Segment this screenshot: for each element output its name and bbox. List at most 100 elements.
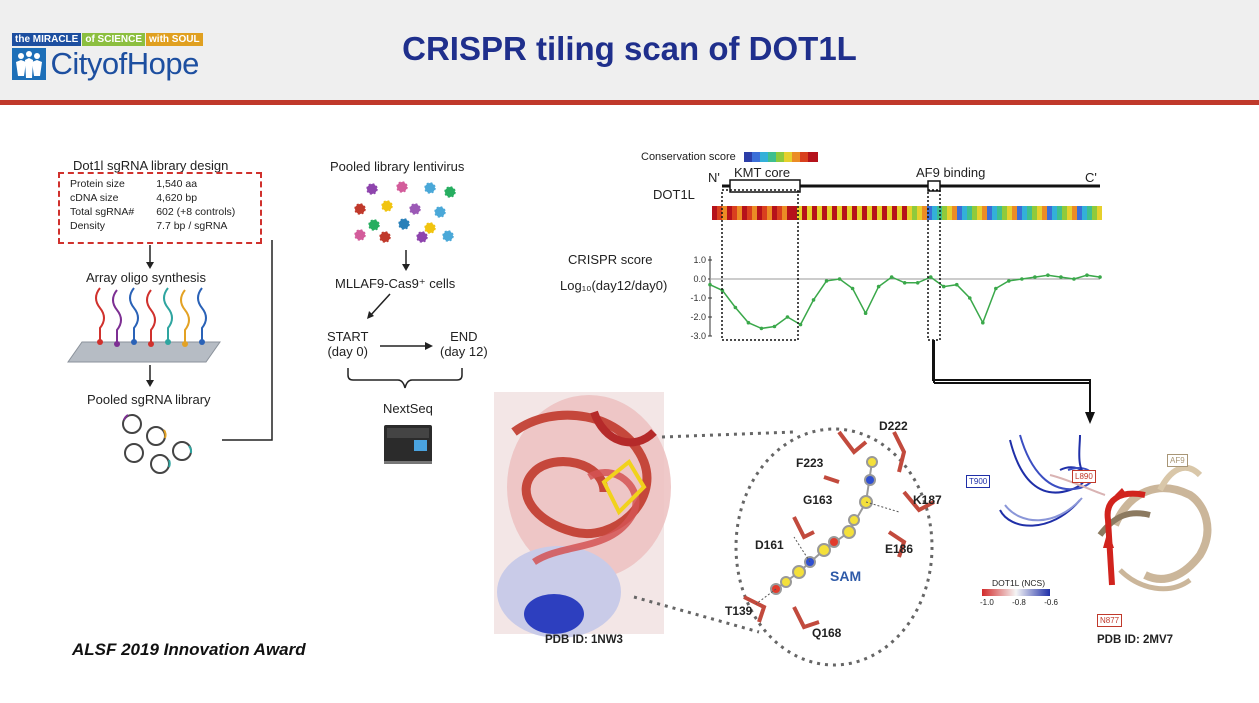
award-text: ALSF 2019 Innovation Award xyxy=(72,640,306,659)
dot1l-strand-render xyxy=(1104,490,1146,586)
conservation-stripe-segment xyxy=(897,206,902,220)
data-point xyxy=(928,275,933,279)
conservation-stripe-segment xyxy=(997,206,1002,220)
kmt-core-label: KMT core xyxy=(734,165,791,180)
arrow-down-icon xyxy=(1085,412,1095,424)
conservation-stripe-segment xyxy=(932,206,937,220)
data-point xyxy=(1033,275,1037,279)
y-tick-label: 0.0 xyxy=(693,274,706,284)
data-point xyxy=(1085,273,1089,277)
conservation-stripe-segment xyxy=(1037,206,1042,220)
ligand-sam: SAM xyxy=(830,568,862,584)
conservation-stripe-segment xyxy=(1057,206,1062,220)
conservation-stripe-segment xyxy=(807,206,812,220)
pdb-id-1nw3: PDB ID: 1NW3 xyxy=(545,634,623,646)
conservation-stripe-segment xyxy=(742,206,747,220)
conservation-stripe-segment xyxy=(952,206,957,220)
conservation-stripe-segment xyxy=(792,206,797,220)
header-rule xyxy=(0,100,1259,105)
zoom-ellipse xyxy=(734,427,934,667)
design-title: Dot1l sgRNA library design xyxy=(73,158,229,173)
ncs-title: DOT1L (NCS) xyxy=(992,578,1046,588)
data-point xyxy=(1046,273,1050,277)
end-day: (day 12) xyxy=(440,344,488,359)
conservation-stripe-segment xyxy=(982,206,987,220)
af9-binding-label: AF9 binding xyxy=(916,165,986,180)
conservation-stripe-segment xyxy=(1087,206,1092,220)
data-point xyxy=(1098,275,1102,279)
end-group: END (day 12) xyxy=(440,329,488,359)
residue-sticks-render xyxy=(743,430,935,630)
nextseq-label: NextSeq xyxy=(383,401,433,416)
conservation-stripe-segment xyxy=(767,206,772,220)
structure-2mv7 xyxy=(932,340,1212,592)
pdb-id-2mv7: PDB ID: 2MV7 xyxy=(1097,634,1174,646)
protein-label: DOT1L xyxy=(653,187,695,202)
data-point xyxy=(850,286,855,291)
y-tick-label: -1.0 xyxy=(690,293,706,303)
conservation-stripe-segment xyxy=(977,206,982,220)
logo-tag-science: of SCIENCE xyxy=(82,33,146,46)
conservation-stripe-segment xyxy=(812,206,817,220)
conservation-stripe-segment xyxy=(942,206,947,220)
data-point xyxy=(1059,275,1063,279)
tag-l890: L890 xyxy=(1072,470,1096,483)
conservation-stripe-segment xyxy=(822,206,827,220)
conservation-stripe-segment xyxy=(837,206,842,220)
ncs-ticks: -1.0 -0.8 -0.6 xyxy=(980,598,1058,607)
pooled-sgrna-label: Pooled sgRNA library xyxy=(87,392,211,407)
conservation-stripe-segment xyxy=(712,206,717,220)
conservation-stripe-segment xyxy=(927,206,932,220)
conservation-stripe-segment xyxy=(1017,206,1022,220)
data-point xyxy=(811,298,816,302)
conservation-stripe-segment xyxy=(1097,206,1102,220)
logo-tag-soul: with SOUL xyxy=(146,33,203,46)
cells-label: MLLAF9-Cas9⁺ cells xyxy=(335,276,456,291)
data-point xyxy=(994,286,998,291)
conservation-stripe-segment xyxy=(737,206,742,220)
conservation-scale xyxy=(744,152,818,162)
slide-title: CRISPR tiling scan of DOT1L xyxy=(402,30,857,67)
structure-1nw3 xyxy=(494,392,935,667)
conservation-stripe-segment xyxy=(1027,206,1032,220)
af9-helix-render xyxy=(1097,464,1212,592)
af9-binding-box xyxy=(927,180,941,192)
data-point xyxy=(1007,279,1011,283)
conservation-stripe-segment xyxy=(862,206,867,220)
conservation-stripe-segment xyxy=(1072,206,1077,220)
crispr-score-label: CRISPR score xyxy=(568,252,653,267)
data-point xyxy=(902,281,907,285)
y-tick-label: -2.0 xyxy=(690,312,706,322)
logo-tag-miracle: the MIRACLE xyxy=(12,33,82,46)
conservation-stripe-segment xyxy=(1082,206,1087,220)
conservation-stripe-segment xyxy=(962,206,967,220)
conservation-stripe-segment xyxy=(1052,206,1057,220)
conservation-stripe-segment xyxy=(912,206,917,220)
conservation-stripe-segment xyxy=(732,206,737,220)
data-point xyxy=(708,282,712,287)
arrow-right-icon xyxy=(425,342,433,350)
conservation-stripe-segment xyxy=(757,206,762,220)
data-point xyxy=(954,282,959,287)
nextseq-sequencer-icon xyxy=(384,425,432,464)
tag-n877: N877 xyxy=(1097,614,1123,627)
data-point xyxy=(941,284,946,289)
data-point xyxy=(837,277,842,281)
plasmid-rings xyxy=(122,414,193,474)
glass-slide-icon xyxy=(67,341,221,363)
data-point xyxy=(1020,277,1024,281)
table-row: Total sgRNA#602 (+8 controls) xyxy=(70,206,236,218)
conservation-stripe-segment xyxy=(972,206,977,220)
tag-af9: AF9 xyxy=(1167,454,1188,467)
data-point xyxy=(824,279,829,283)
oligo-strands xyxy=(95,287,207,342)
conservation-stripe-segment xyxy=(857,206,862,220)
conservation-stripe-segment xyxy=(727,206,732,220)
start-group: START (day 0) xyxy=(327,329,368,359)
data-point xyxy=(759,326,764,331)
conservation-stripe-segment xyxy=(1077,206,1082,220)
y-tick-label: -3.0 xyxy=(690,331,706,341)
data-point xyxy=(1072,277,1076,281)
